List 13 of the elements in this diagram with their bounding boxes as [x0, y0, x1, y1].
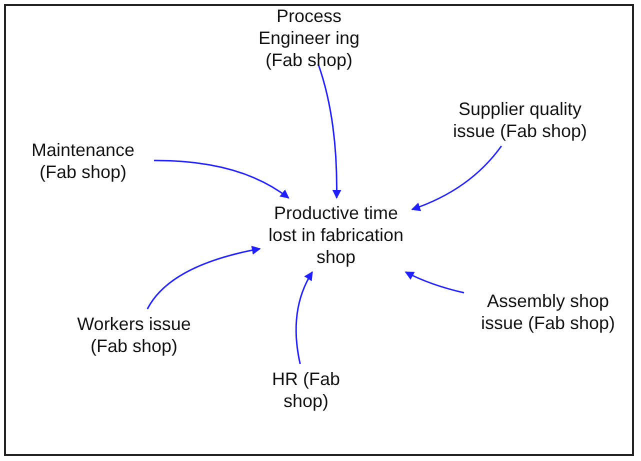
arrow — [146, 246, 261, 310]
arrow — [404, 271, 464, 294]
node-label: Maintenance (Fab shop) — [30, 139, 136, 183]
arrow — [317, 64, 342, 199]
node-label: Supplier quality issue (Fab shop) — [452, 98, 588, 142]
node-label: Process Engineer ing (Fab shop) — [257, 5, 361, 71]
arrow — [411, 146, 502, 211]
node-label: Assembly shop issue (Fab shop) — [480, 290, 616, 334]
arrow — [295, 271, 313, 364]
arrow — [154, 160, 290, 199]
node-label: Productive time lost in fabrication shop — [267, 202, 405, 268]
node-label: Workers issue (Fab shop) — [76, 313, 192, 357]
node-label: HR (Fab shop) — [270, 368, 341, 412]
